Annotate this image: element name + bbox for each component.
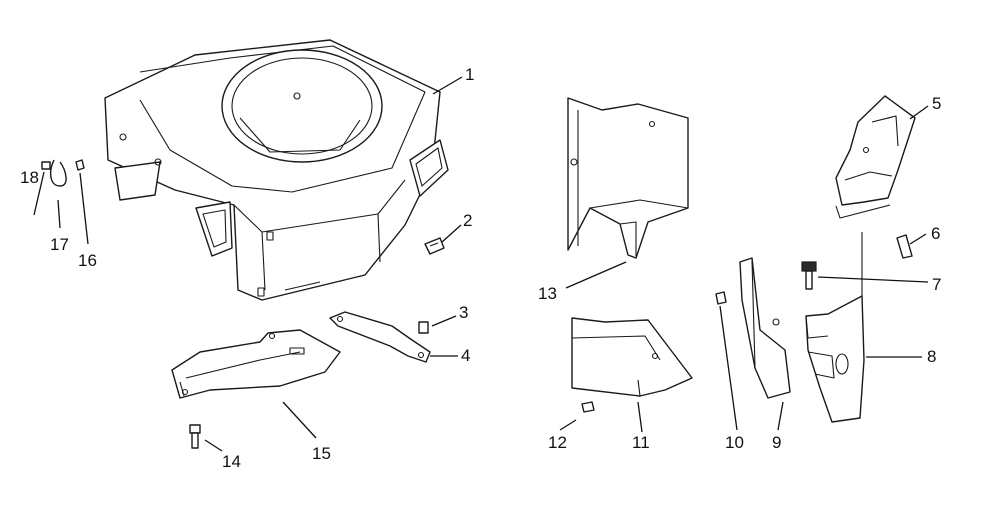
clip-hardware-parts	[41, 159, 85, 187]
callout-5: 5	[932, 94, 941, 113]
callout-15: 15	[312, 444, 331, 463]
screw-part-12	[581, 401, 595, 413]
leader-lines	[33, 76, 929, 452]
callout-1: 1	[465, 65, 474, 84]
callout-8: 8	[927, 347, 936, 366]
clip-part-17	[49, 159, 67, 187]
callout-17: 17	[50, 235, 69, 254]
baffle-part-8	[805, 232, 865, 423]
callout-2: 2	[463, 211, 472, 230]
callout-11: 11	[632, 433, 650, 452]
bracket-part-15	[171, 329, 341, 399]
callout-18: 18	[20, 168, 39, 187]
screw-part-6	[896, 234, 913, 259]
callout-16: 16	[78, 251, 97, 270]
bracket-part-4	[329, 311, 431, 363]
nut-part-3	[418, 321, 429, 334]
nut-part-16	[75, 159, 85, 171]
callout-14: 14	[222, 452, 241, 471]
screw-part-2	[424, 237, 445, 255]
screw-part-18	[41, 161, 51, 170]
screw-part-7	[801, 261, 817, 290]
callout-labels: 1 2 3 4 5 6 7 8 9 10 11 12 13 14 15 16 1…	[20, 65, 941, 471]
bolt-part-14	[189, 424, 201, 449]
callout-9: 9	[772, 433, 781, 452]
blower-housing-part	[104, 39, 449, 301]
callout-4: 4	[461, 346, 470, 365]
screw-part-10	[715, 291, 727, 305]
callout-13: 13	[538, 284, 557, 303]
callout-7: 7	[932, 275, 941, 294]
shroud-part-11	[571, 317, 693, 397]
bracket-part-5	[835, 95, 916, 219]
shroud-part-13	[567, 97, 689, 259]
baffle-part-9	[739, 257, 791, 399]
callout-3: 3	[459, 303, 468, 322]
callout-6: 6	[931, 224, 940, 243]
callout-10: 10	[725, 433, 744, 452]
callout-12: 12	[548, 433, 567, 452]
